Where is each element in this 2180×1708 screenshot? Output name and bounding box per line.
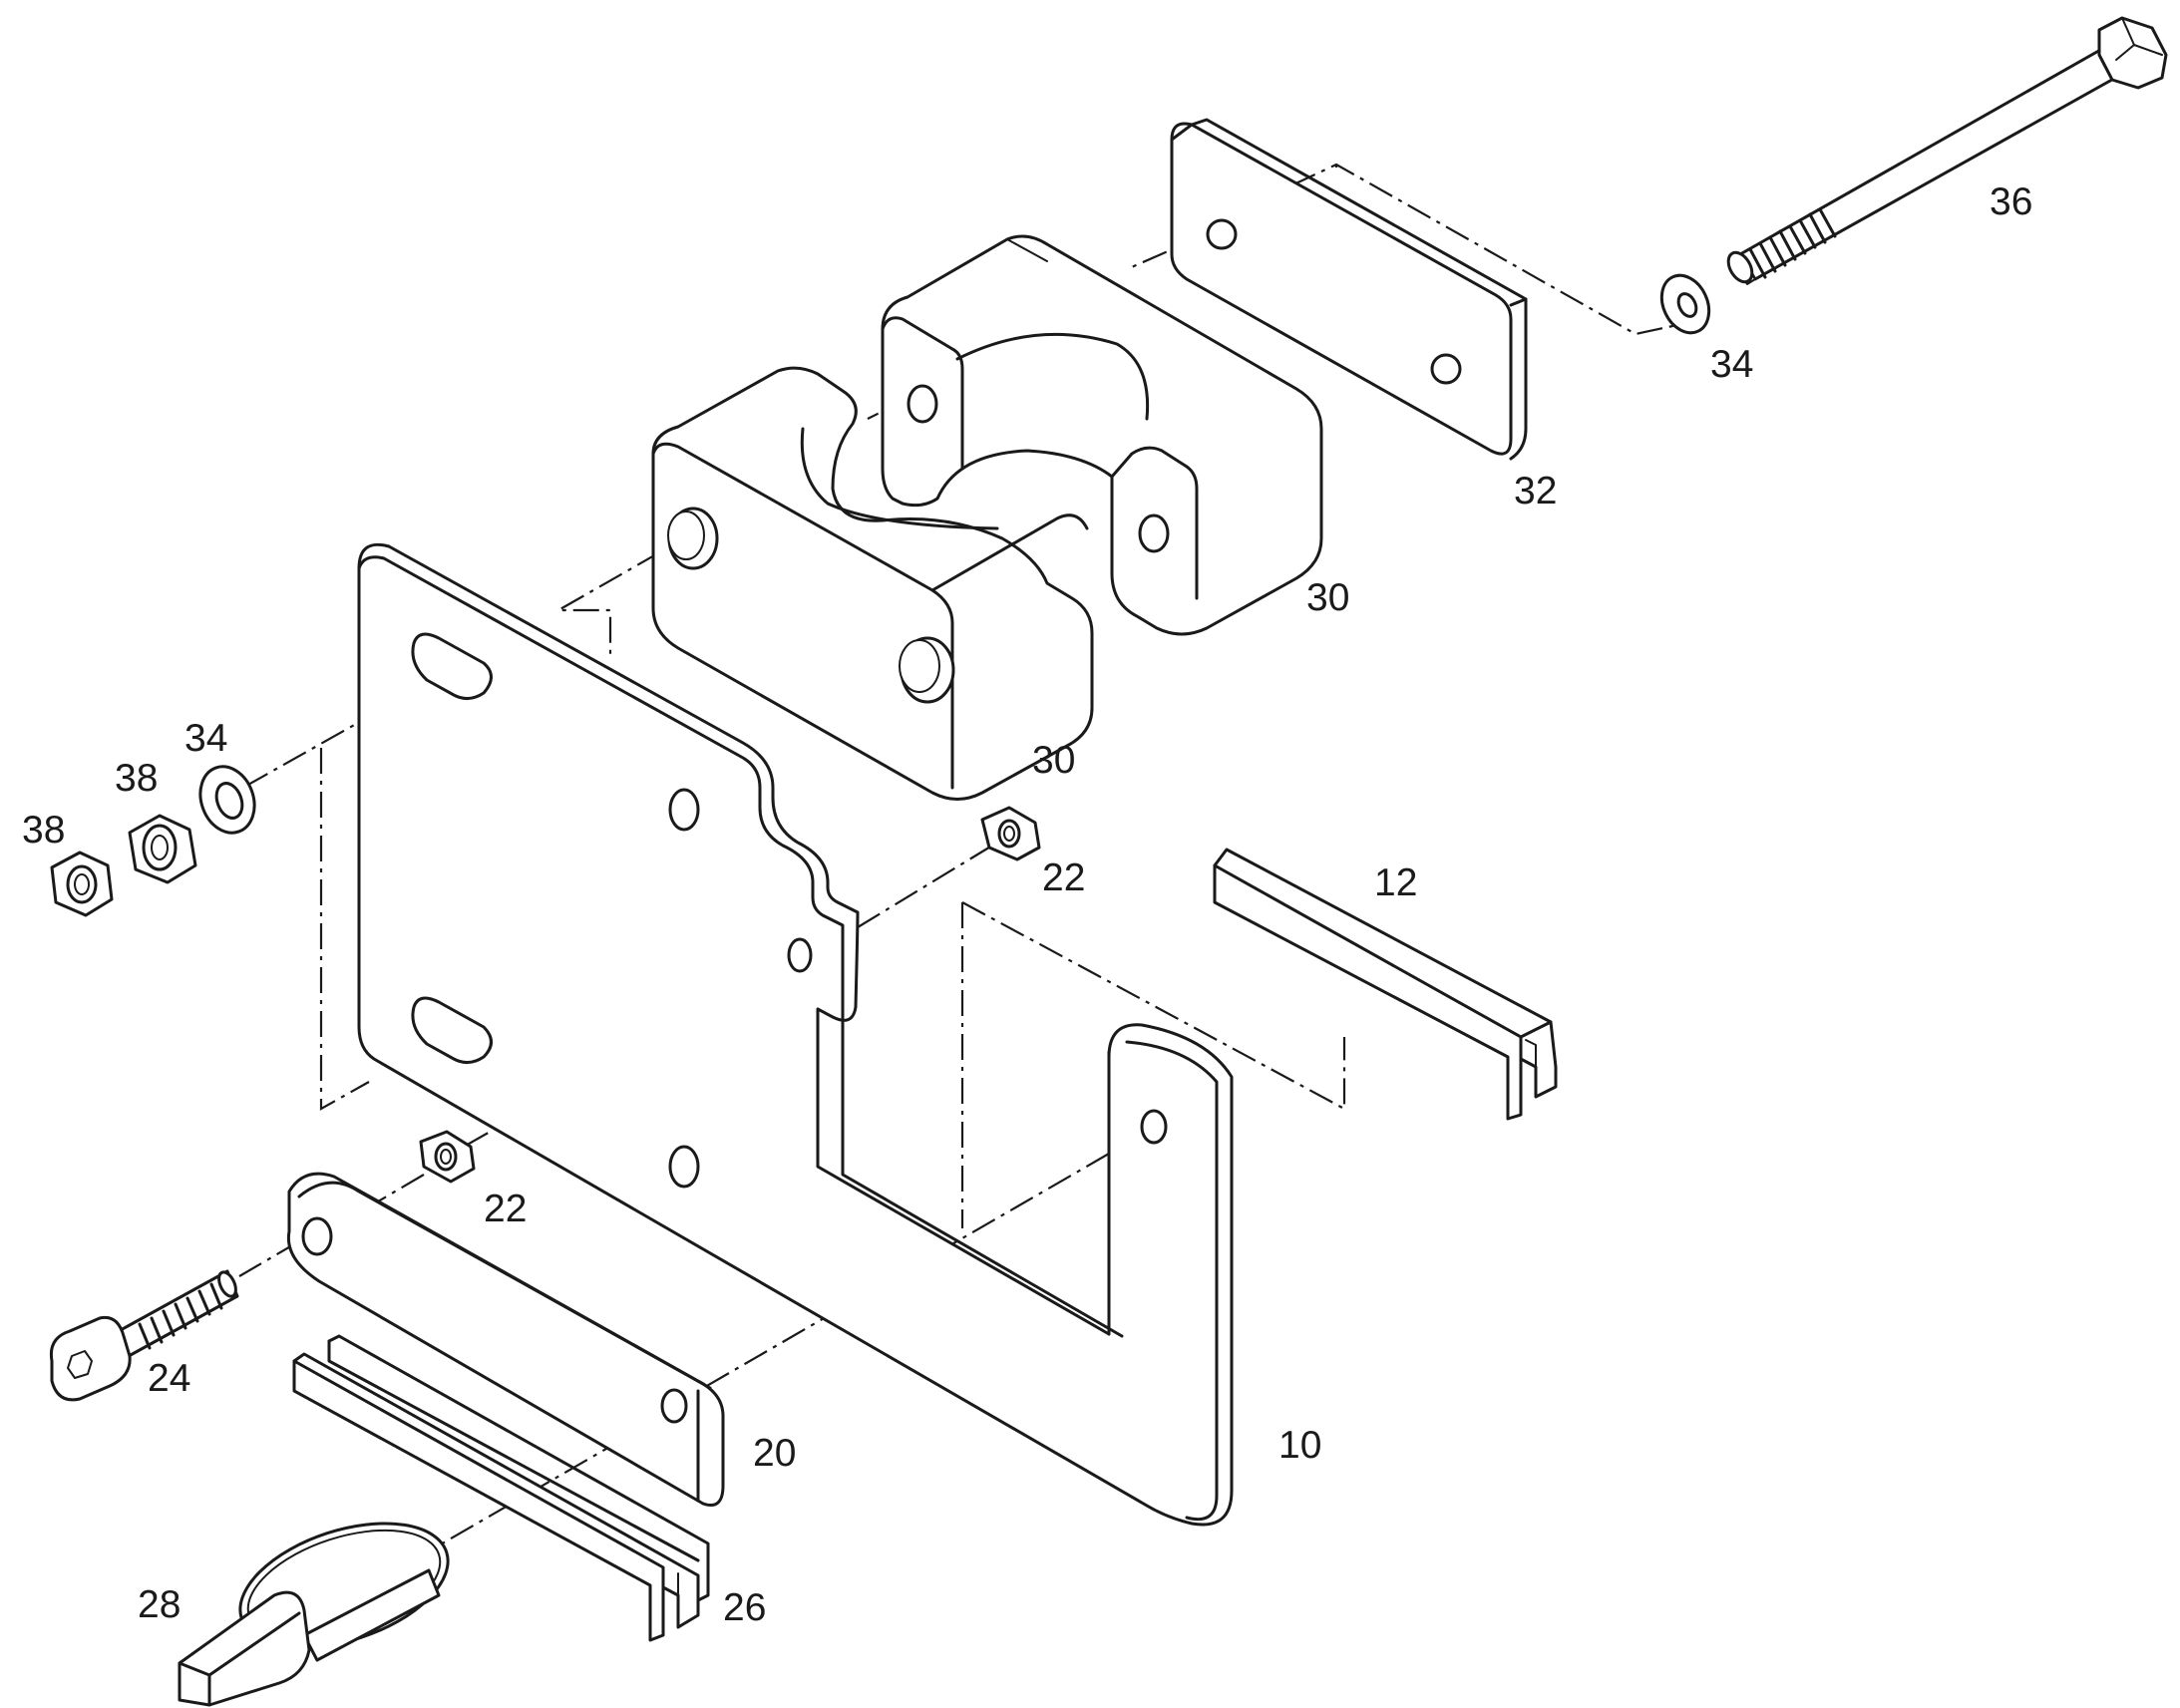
- callout-label: 26: [723, 1586, 766, 1629]
- callout-label: 38: [115, 757, 158, 800]
- socket-screw-part-24: [49, 1269, 239, 1402]
- callout-label: 28: [138, 1583, 181, 1626]
- washer-part-34-upper: [1659, 273, 1711, 335]
- clamp-half-part-30-upper: [881, 234, 1323, 636]
- callout-label: 30: [1306, 576, 1349, 619]
- callout-label: 12: [1374, 861, 1417, 904]
- callout-label: 20: [753, 1432, 796, 1475]
- washer-part-34-left: [198, 765, 256, 835]
- hex-bolt-part-36: [1726, 16, 2168, 285]
- slide-channel-part-26: [292, 1334, 710, 1642]
- callout-label: 34: [184, 717, 227, 760]
- center-line-plate-left-edge: [319, 748, 370, 1111]
- center-line-nut-22-upper: [857, 845, 993, 928]
- callout-label: 36: [1990, 180, 2032, 223]
- lynch-pin-part-28: [178, 1522, 450, 1707]
- callout-label: 22: [484, 1188, 527, 1230]
- u-channel-part-12: [1213, 848, 1558, 1121]
- callout-label: 32: [1514, 470, 1557, 512]
- callout-label: 30: [1032, 739, 1075, 782]
- callout-labels: 36 34 32 30 30 34 38 38 22 12 22 24 20 1…: [22, 180, 2032, 1629]
- center-line-link-20: [338, 1174, 425, 1225]
- center-line-slot-washer: [238, 665, 460, 791]
- nut-part-22-lower: [419, 1130, 476, 1184]
- flat-plate-part-32: [1170, 118, 1528, 461]
- callout-label: 34: [1710, 343, 1753, 386]
- callout-label: 10: [1278, 1424, 1321, 1467]
- base-bracket-part-10: [357, 542, 1234, 1527]
- center-line-clamp-base: [553, 529, 699, 658]
- callout-label: 22: [1042, 856, 1085, 899]
- nut-part-38-middle: [128, 814, 197, 884]
- nut-part-38-left: [50, 851, 114, 917]
- nut-part-22-upper: [980, 806, 1041, 861]
- callout-label: 38: [22, 809, 65, 852]
- callout-label: 24: [148, 1357, 190, 1400]
- center-line-channel-12: [961, 901, 1346, 1111]
- clamp-half-part-30-lower: [651, 366, 1094, 801]
- link-plate-part-20: [286, 1172, 725, 1507]
